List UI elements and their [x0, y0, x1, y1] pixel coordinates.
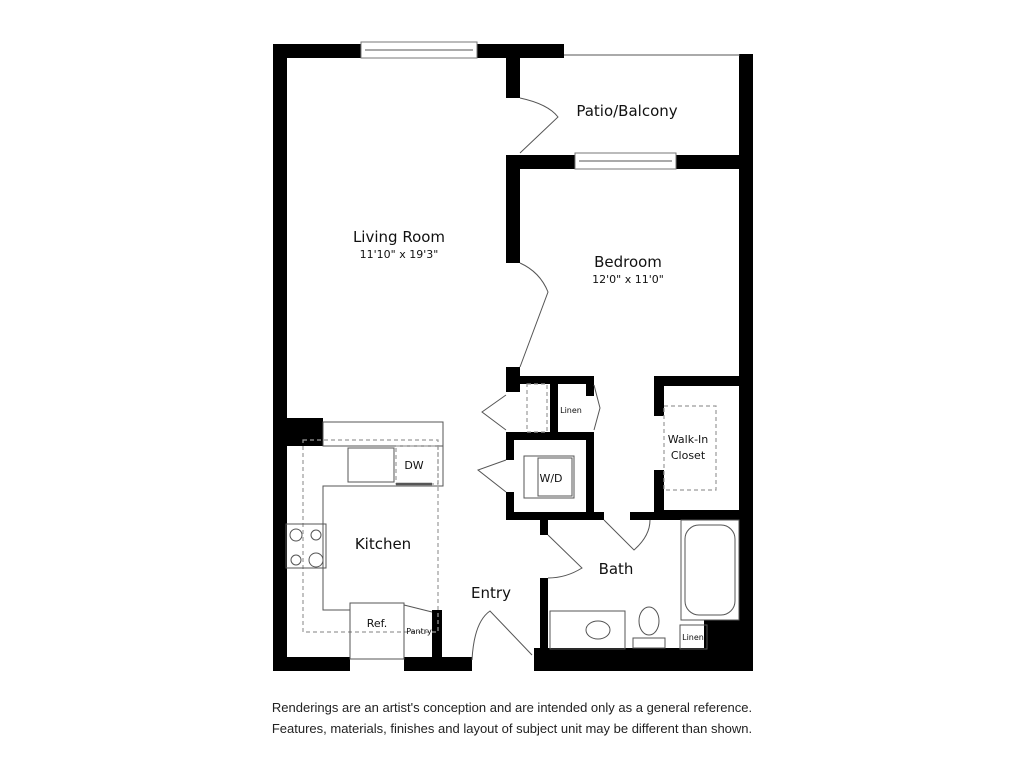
closet-fixtures	[523, 383, 717, 499]
bedroom-label: Bedroom	[594, 253, 662, 271]
disclaimer-line-1: Renderings are an artist's conception an…	[271, 700, 753, 715]
disclaimer-line-2: Features, materials, finishes and layout…	[271, 721, 753, 736]
walls	[273, 44, 753, 671]
toilet-icon	[638, 606, 660, 636]
walk-in-closet-label-2: Closet	[671, 449, 706, 462]
bathtub-icon	[684, 524, 736, 616]
living-room-label: Living Room	[353, 228, 445, 246]
doors	[471, 97, 651, 661]
entry-label: Entry	[471, 584, 511, 602]
washer-dryer-icon	[523, 455, 575, 499]
refrigerator-icon	[349, 602, 405, 660]
window-living-room	[360, 41, 478, 59]
bedroom-dimensions: 12'0" x 11'0"	[592, 273, 664, 286]
living-room-dimensions: 11'10" x 19'3"	[360, 248, 439, 261]
kitchen-fixtures	[285, 421, 444, 660]
refrigerator-label: Ref.	[367, 617, 388, 630]
bath-label: Bath	[599, 560, 634, 578]
window-bedroom	[574, 152, 677, 170]
linen-hall-label: Linen	[560, 406, 582, 415]
vanity-icon	[549, 610, 626, 650]
washer-dryer-label: W/D	[539, 472, 562, 485]
kitchen-label: Kitchen	[355, 535, 411, 553]
sink-icon	[347, 447, 395, 483]
dishwasher-label: DW	[404, 459, 423, 472]
sink-icon	[585, 620, 611, 640]
room-labels: Living Room 11'10" x 19'3" Bedroom 12'0"…	[353, 102, 708, 642]
linen-bath-label: Linen	[682, 633, 704, 642]
walk-in-closet-label: Walk-In	[668, 433, 709, 446]
bath-fixtures	[549, 519, 740, 650]
stove-icon	[285, 523, 327, 569]
patio-label: Patio/Balcony	[576, 102, 677, 120]
pantry-label: Pantry	[406, 627, 432, 636]
